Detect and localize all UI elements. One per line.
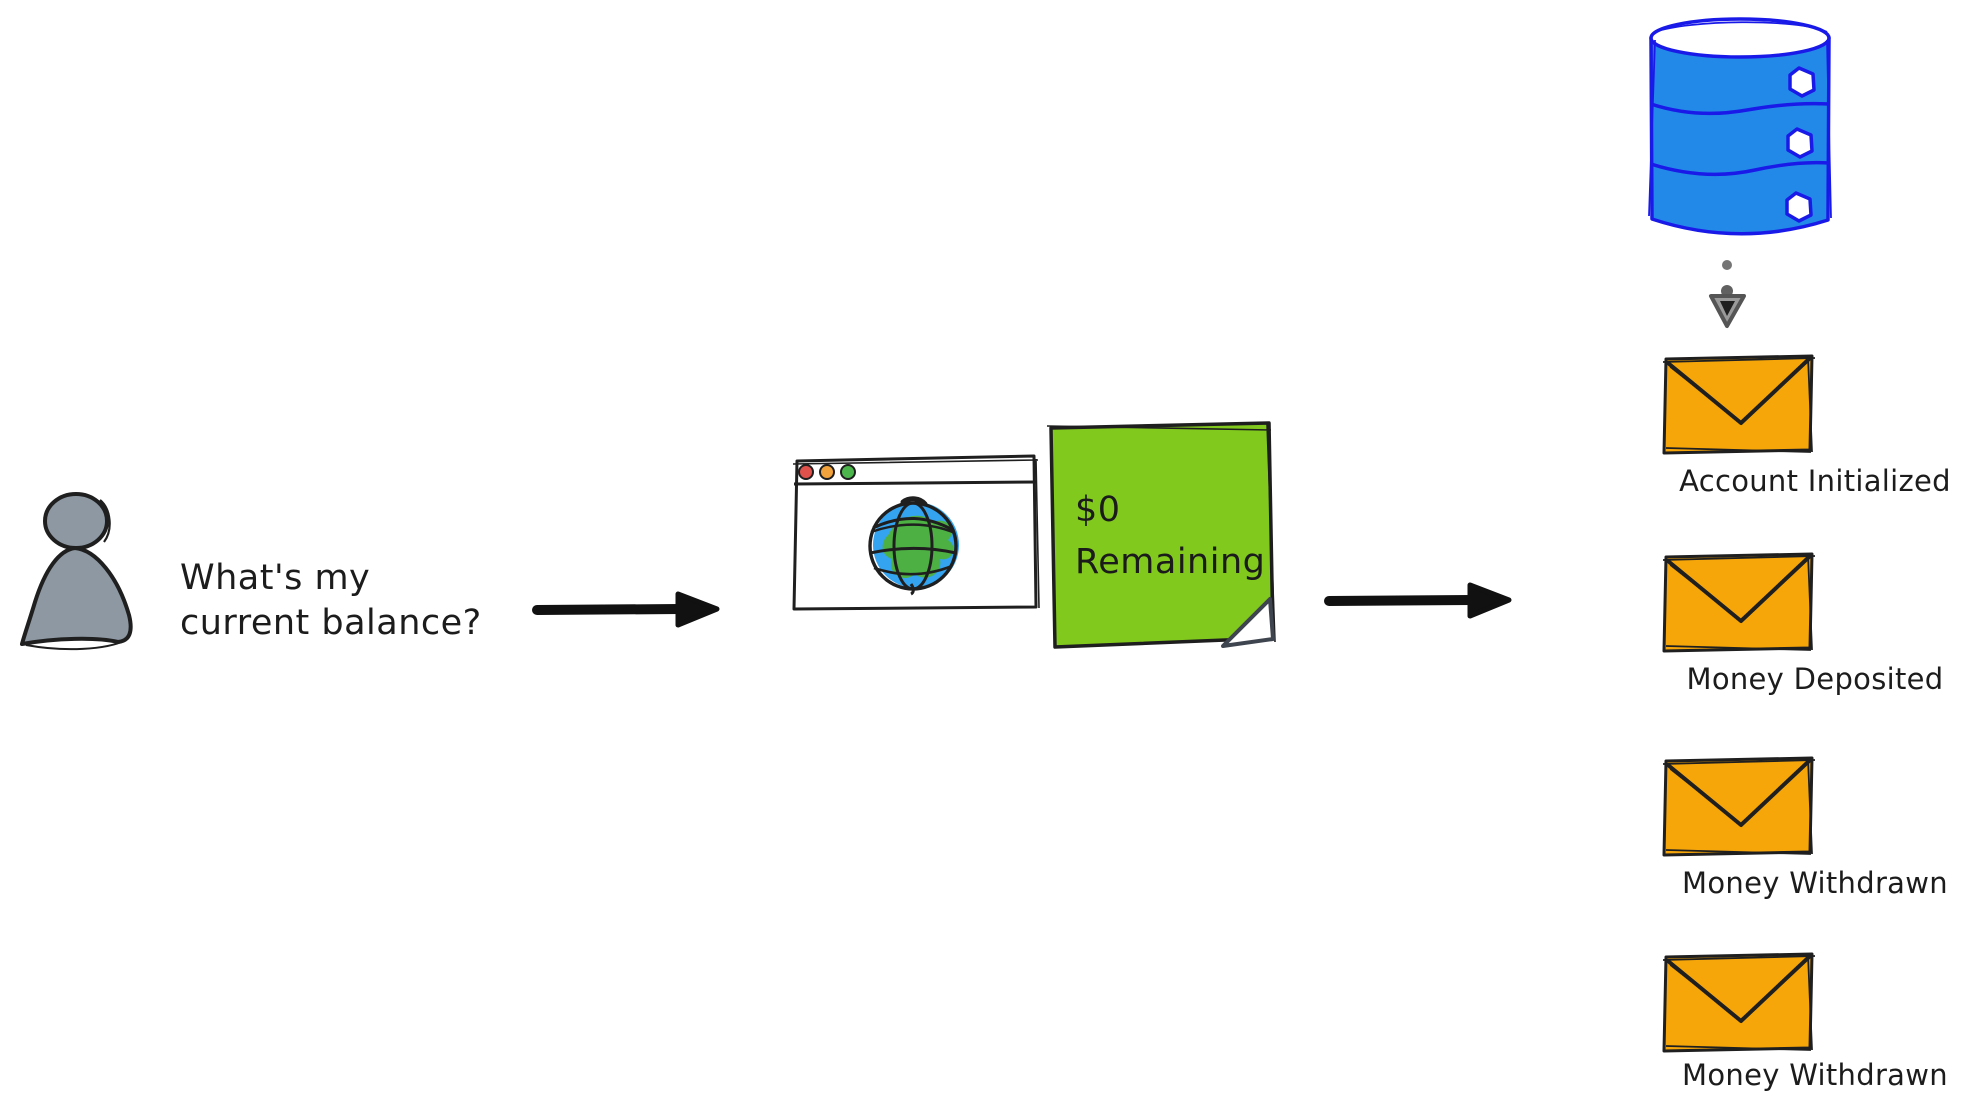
arrow-down-dotted-icon	[1706, 254, 1750, 332]
event-label: Account Initialized	[1679, 464, 1951, 498]
sticky-note: $0 Remaining	[1042, 418, 1278, 656]
event-label: Money Withdrawn	[1682, 1058, 1948, 1092]
event-label: Money Deposited	[1686, 662, 1944, 696]
question-line-2: current balance?	[180, 603, 482, 643]
sticky-line-2: Remaining	[1075, 542, 1266, 582]
browser-window-icon	[789, 451, 1042, 615]
envelope-icon	[1659, 350, 1819, 460]
database-icon	[1647, 16, 1833, 249]
question-text: What's my current balance?	[180, 556, 540, 646]
sticky-note-text: $0 Remaining	[1075, 484, 1265, 588]
envelope-icon	[1659, 948, 1819, 1058]
envelope-icon	[1659, 752, 1819, 862]
person-icon	[14, 492, 140, 654]
question-line-1: What's my	[180, 558, 371, 598]
traffic-light-amber	[819, 464, 835, 480]
envelope-icon	[1659, 548, 1819, 658]
traffic-light-red	[798, 464, 814, 480]
globe-icon	[868, 496, 959, 596]
sticky-line-1: $0	[1075, 490, 1121, 530]
event-label: Money Withdrawn	[1682, 866, 1948, 900]
arrow-right-icon	[1320, 579, 1516, 621]
arrow-right-icon	[528, 588, 724, 630]
traffic-light-green	[840, 464, 856, 480]
